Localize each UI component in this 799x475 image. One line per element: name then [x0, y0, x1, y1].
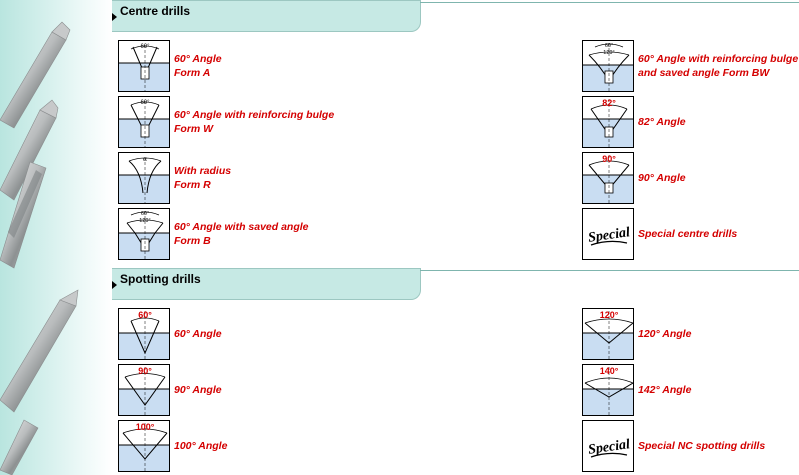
- svg-text:60°: 60°: [138, 310, 152, 320]
- section-divider: [420, 2, 799, 3]
- centre-drill-form-bw-icon: 60° 120°: [582, 40, 634, 92]
- section-title: Spotting drills: [120, 272, 201, 286]
- centre-drill-form-r-icon: α: [118, 152, 170, 204]
- spotting-drill-120-icon: 120°: [582, 308, 634, 360]
- svg-text:140°: 140°: [600, 366, 619, 376]
- drill-illustrations-icon: [0, 21, 79, 475]
- decorative-drill-strip: [0, 0, 112, 475]
- section-header-centre-drills: Centre drills: [112, 0, 421, 32]
- svg-text:120°: 120°: [139, 218, 150, 224]
- drill-item-label: 60° Angle with reinforcing bulge and sav…: [638, 53, 799, 79]
- svg-text:120°: 120°: [603, 50, 614, 56]
- drill-item-label: 90° Angle: [174, 384, 222, 396]
- drill-item-label: Special NC spotting drills: [638, 440, 766, 452]
- drill-item-spot-60[interactable]: 60° 60° Angle: [118, 308, 222, 360]
- drill-item-special-centre[interactable]: Special Special centre drills: [582, 208, 737, 260]
- svg-text:120°: 120°: [600, 310, 619, 320]
- centre-drill-form-w-icon: 60°: [118, 96, 170, 148]
- drill-item-special-nc-spotting[interactable]: Special Special NC spotting drills: [582, 420, 765, 472]
- drill-item-label: 142° Angle: [638, 384, 692, 396]
- drill-item-spot-90[interactable]: 90° 90° Angle: [118, 364, 222, 416]
- drill-item-form-w[interactable]: 60° 60° Angle with reinforcing bulge For…: [118, 96, 334, 148]
- drill-item-label: 100° Angle: [174, 440, 228, 452]
- drill-item-label: 60° Angle: [174, 328, 222, 340]
- centre-drill-form-a-icon: 60°: [118, 40, 170, 92]
- svg-text:60°: 60°: [140, 100, 150, 106]
- svg-text:90°: 90°: [602, 154, 616, 164]
- drill-item-spot-142[interactable]: 140° 142° Angle: [582, 364, 691, 416]
- svg-text:Special: Special: [587, 225, 631, 246]
- drill-item-form-a[interactable]: 60° 60° Angle Form A: [118, 40, 222, 92]
- special-logo-icon: Special: [582, 208, 634, 260]
- drill-item-spot-100[interactable]: 100° 100° Angle: [118, 420, 227, 472]
- section-title: Centre drills: [120, 4, 191, 18]
- drill-item-label: 60° Angle with reinforcing bulge Form W: [174, 109, 335, 135]
- drill-item-form-b[interactable]: 60° 120° 60° Angle with saved angle Form…: [118, 208, 309, 260]
- section-divider: [420, 270, 799, 271]
- svg-text:α: α: [143, 155, 147, 163]
- drill-item-82-angle[interactable]: 82° 82° Angle: [582, 96, 686, 148]
- section-arrow-icon: [112, 13, 117, 21]
- drill-item-form-r[interactable]: α With radius Form R: [118, 152, 231, 204]
- spotting-drill-100-icon: 100°: [118, 420, 170, 472]
- drill-item-label: 60° Angle with saved angle Form B: [174, 221, 309, 247]
- centre-drill-form-b-icon: 60° 120°: [118, 208, 170, 260]
- drill-item-label: With radius Form R: [174, 165, 232, 191]
- drill-item-label: 120° Angle: [638, 328, 692, 340]
- centre-drill-82-icon: 82°: [582, 96, 634, 148]
- drill-item-label: 82° Angle: [638, 116, 686, 128]
- drill-item-label: Special centre drills: [638, 228, 738, 240]
- drill-item-label: 60° Angle Form A: [174, 53, 222, 79]
- svg-text:60°: 60°: [605, 43, 613, 49]
- drill-item-form-bw[interactable]: 60° 120° 60° Angle with reinforcing bulg…: [582, 40, 798, 92]
- spotting-drill-140-icon: 140°: [582, 364, 634, 416]
- drill-item-90-angle[interactable]: 90° 90° Angle: [582, 152, 686, 204]
- section-header-spotting-drills: Spotting drills: [112, 268, 421, 300]
- svg-text:100°: 100°: [136, 422, 155, 432]
- svg-text:90°: 90°: [138, 366, 152, 376]
- spotting-drill-90-icon: 90°: [118, 364, 170, 416]
- svg-text:Special: Special: [587, 437, 631, 458]
- svg-text:82°: 82°: [602, 98, 616, 108]
- svg-text:60°: 60°: [140, 44, 150, 50]
- centre-drill-90-icon: 90°: [582, 152, 634, 204]
- drill-item-spot-120[interactable]: 120° 120° Angle: [582, 308, 691, 360]
- svg-text:60°: 60°: [141, 211, 149, 217]
- section-arrow-icon: [112, 281, 117, 289]
- drill-item-label: 90° Angle: [638, 172, 686, 184]
- spotting-drill-60-icon: 60°: [118, 308, 170, 360]
- special-logo-icon: Special: [582, 420, 634, 472]
